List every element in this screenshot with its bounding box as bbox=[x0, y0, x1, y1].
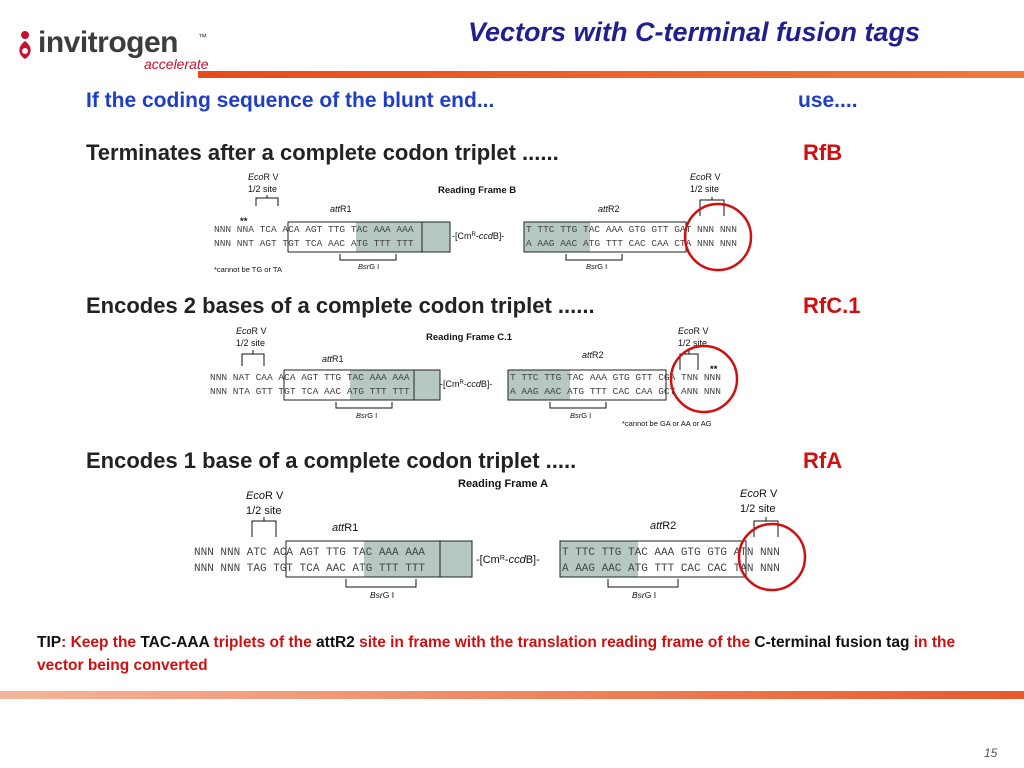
diagram-reading-frame-c1: EcoR V 1/2 site Reading Frame C.1 EcoR V… bbox=[210, 326, 721, 428]
bsrgi-right-label: BsrG I bbox=[632, 590, 656, 600]
header-bar bbox=[198, 71, 1024, 78]
seq-bottom-left: NNN NNT AGT TGT TCA AAC ATG TTT TTT bbox=[214, 238, 414, 249]
highlight-circle-a bbox=[737, 522, 807, 592]
seq-top-left: NNN NAT CAA ACA AGT TTG TAC AAA AAA bbox=[210, 372, 410, 383]
row-1-cassette: RfB bbox=[803, 140, 843, 165]
page-number: 15 bbox=[984, 746, 998, 760]
slide-title: Vectors with C-terminal fusion tags bbox=[468, 17, 921, 47]
row-3-condition: Encodes 1 base of a complete codon tripl… bbox=[86, 448, 577, 473]
diagram-reading-frame-a: Reading Frame A EcoR V 1/2 site EcoR V 1… bbox=[194, 478, 780, 600]
ecorv-right-label: EcoR V bbox=[690, 172, 721, 182]
bsrgi-right-label: BsrG I bbox=[570, 411, 591, 420]
logo-mark-icon bbox=[19, 31, 31, 59]
column-header-use: use.... bbox=[798, 89, 858, 112]
seq-top-left: NNN NNA TCA ACA AGT TTG TAC AAA AAA bbox=[214, 224, 414, 235]
ecorv-left-label: EcoR V bbox=[248, 172, 279, 182]
seq-bottom-left: NNN NNN TAG TGT TCA AAC ATG TTT TTT bbox=[194, 563, 425, 575]
cassette-label: -[CmR-ccdB]- bbox=[440, 379, 492, 389]
row-2-condition: Encodes 2 bases of a complete codon trip… bbox=[86, 293, 595, 318]
ecorv-right-site: 1/2 site bbox=[678, 338, 707, 348]
column-header-condition: If the coding sequence of the blunt end.… bbox=[86, 89, 495, 112]
bsrgi-left-label: BsrG I bbox=[358, 262, 379, 271]
attr2-label: attR2 bbox=[598, 204, 620, 214]
row-1-condition: Terminates after a complete codon triple… bbox=[86, 140, 559, 165]
row-3-cassette: RfA bbox=[803, 448, 843, 473]
frame-title: Reading Frame C.1 bbox=[426, 332, 513, 343]
attr2-label: attR2 bbox=[650, 520, 676, 532]
cassette-label: -[CmR-ccdB]- bbox=[452, 231, 504, 241]
highlight-circle-b bbox=[683, 202, 753, 272]
ecorv-left-label: EcoR V bbox=[246, 490, 284, 502]
ecorv-right-site: 1/2 site bbox=[690, 184, 719, 194]
bsrgi-left-label: BsrG I bbox=[370, 590, 394, 600]
stars-note: ** bbox=[240, 216, 248, 227]
attr1-label: attR1 bbox=[322, 354, 344, 364]
attr1-label: attR1 bbox=[330, 204, 352, 214]
footnote: *cannot be GA or AA or AG bbox=[622, 419, 712, 428]
cassette-label: -[CmR-ccdB]- bbox=[476, 554, 540, 566]
ecorv-left-label: EcoR V bbox=[236, 326, 267, 336]
seq-bottom-right: A AAG AAC ATG TTT CAC CAA GCT ANN NNN bbox=[510, 386, 721, 397]
logo-trademark: ™ bbox=[198, 32, 207, 42]
seq-top-right: T TTC TTG TAC AAA GTG GTT CGA TNN NNN bbox=[510, 372, 721, 383]
attr2-label: attR2 bbox=[582, 350, 604, 360]
logo: invitrogen ™ accelerate bbox=[14, 26, 214, 76]
logo-text: invitrogen bbox=[38, 26, 179, 59]
ecorv-left-site: 1/2 site bbox=[236, 338, 265, 348]
footnote: *cannot be TG or TA bbox=[214, 265, 282, 274]
diagram-reading-frame-b: EcoR V 1/2 site Reading Frame B EcoR V 1… bbox=[214, 172, 737, 274]
footer-bar bbox=[0, 691, 1024, 699]
frame-title: Reading Frame A bbox=[458, 478, 548, 490]
attr1-label: attR1 bbox=[332, 522, 358, 534]
bsrgi-right-label: BsrG I bbox=[586, 262, 607, 271]
frame-title: Reading Frame B bbox=[438, 185, 516, 196]
row-2-cassette: RfC.1 bbox=[803, 293, 861, 318]
seq-top-right: T TTC TTG TAC AAA GTG GTT GAT NNN NNN bbox=[526, 224, 737, 235]
logo-tagline: accelerate bbox=[144, 56, 209, 72]
bsrgi-left-label: BsrG I bbox=[356, 411, 377, 420]
tip-text: TIP: Keep the TAC-AAA triplets of the at… bbox=[37, 634, 956, 674]
ecorv-right-label: EcoR V bbox=[678, 326, 709, 336]
ecorv-left-site: 1/2 site bbox=[248, 184, 277, 194]
highlight-circle-c1 bbox=[669, 344, 739, 414]
stars-note: ** bbox=[710, 364, 718, 375]
ecorv-right-site: 1/2 site bbox=[740, 503, 775, 515]
seq-top-left: NNN NNN ATC ACA AGT TTG TAC AAA AAA bbox=[194, 547, 425, 559]
ecorv-left-site: 1/2 site bbox=[246, 505, 281, 517]
seq-bottom-right: A AAG AAC ATG TTT CAC CAC TAN NNN bbox=[562, 563, 780, 575]
seq-bottom-right: A AAG AAC ATG TTT CAC CAA CTA NNN NNN bbox=[526, 238, 737, 249]
seq-top-right: T TTC TTG TAC AAA GTG GTG ATN NNN bbox=[562, 547, 780, 559]
seq-bottom-left: NNN NTA GTT TGT TCA AAC ATG TTT TTT bbox=[210, 386, 410, 397]
ecorv-right-label: EcoR V bbox=[740, 488, 778, 500]
